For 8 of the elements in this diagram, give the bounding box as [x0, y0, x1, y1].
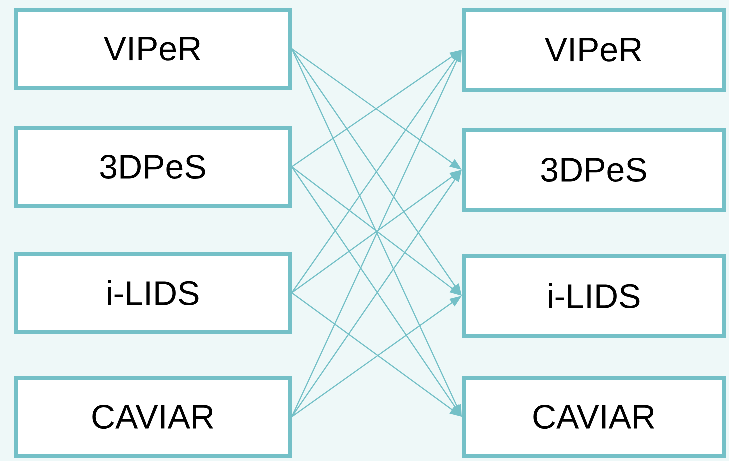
- dataset-box: VIPeR: [14, 8, 292, 90]
- dataset-box: 3DPeS: [462, 128, 726, 212]
- dataset-box: CAVIAR: [14, 376, 292, 458]
- dataset-box: 3DPeS: [14, 126, 292, 208]
- dataset-box: i-LIDS: [462, 254, 726, 338]
- dataset-box: VIPeR: [462, 8, 726, 92]
- dataset-box: CAVIAR: [462, 376, 726, 458]
- dataset-box: i-LIDS: [14, 252, 292, 334]
